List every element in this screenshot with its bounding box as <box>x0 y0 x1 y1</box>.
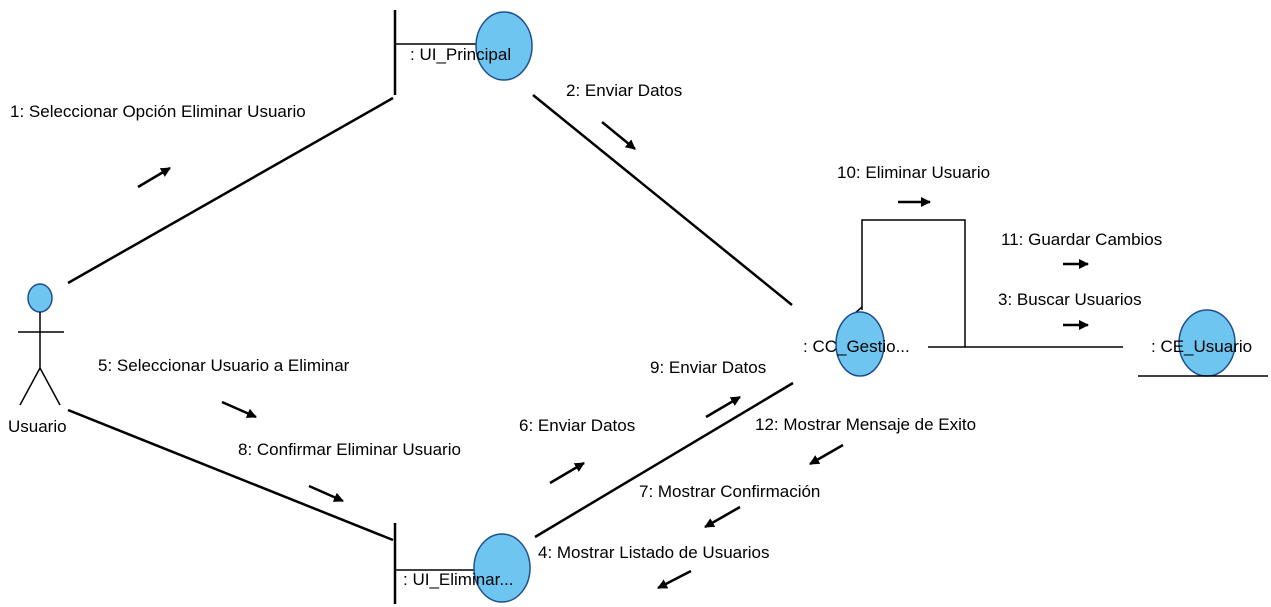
link-usuario-ui-eliminar <box>67 408 394 542</box>
message-label: 8: Confirmar Eliminar Usuario <box>238 440 461 459</box>
message-label: 3: Buscar Usuarios <box>998 290 1142 309</box>
message-9-arrow <box>705 395 741 419</box>
message-4-arrow <box>657 569 692 590</box>
link-usuario-ui-principal <box>67 96 394 285</box>
object-label: : CC_Gestio... <box>803 337 910 356</box>
object-ui-principal[interactable]: : UI_Principal <box>393 10 533 95</box>
message-12-arrow <box>809 443 844 466</box>
message-8-arrow <box>308 484 344 503</box>
message-1-arrow <box>137 166 171 189</box>
object-cc-gestion[interactable]: : CC_Gestio... <box>803 311 910 377</box>
actor-label: Usuario <box>8 417 67 436</box>
message-label: 5: Seleccionar Usuario a Eliminar <box>98 356 350 375</box>
message-label: 2: Enviar Datos <box>566 81 682 100</box>
link-ui-principal-cc-gestion <box>532 94 793 306</box>
object-label: : UI_Principal <box>410 45 511 64</box>
object-label: : UI_Eliminar... <box>403 570 514 589</box>
message-5-arrow <box>221 400 257 419</box>
object-label: : CE_Usuario <box>1151 337 1252 356</box>
self-link-cc-gestion <box>861 219 966 347</box>
message-2-arrow <box>601 121 636 150</box>
object-ce-usuario[interactable]: : CE_Usuario <box>1138 309 1268 377</box>
message-6-arrow <box>549 461 585 485</box>
message-label: 9: Enviar Datos <box>650 358 766 377</box>
control-circle <box>835 311 885 377</box>
message-label: 6: Enviar Datos <box>519 416 635 435</box>
boundary-circle <box>475 11 533 81</box>
message-label: 12: Mostrar Mensaje de Exito <box>755 415 976 434</box>
message-label: 11: Guardar Cambios <box>1001 230 1162 249</box>
message-label: 1: Seleccionar Opción Eliminar Usuario <box>10 102 306 121</box>
message-7-arrow <box>704 505 741 529</box>
message-label: 7: Mostrar Confirmación <box>639 482 820 501</box>
actor-usuario[interactable]: Usuario <box>8 283 67 436</box>
actor-left-leg <box>19 367 41 406</box>
actor-head <box>27 283 53 313</box>
boundary-circle <box>473 533 531 603</box>
link-ui-eliminar-cc-gestion <box>534 381 794 539</box>
actor-right-leg <box>39 367 61 406</box>
message-label: 10: Eliminar Usuario <box>837 163 990 182</box>
message-label: 4: Mostrar Listado de Usuarios <box>538 543 770 562</box>
object-ui-eliminar[interactable]: : UI_Eliminar... <box>393 523 531 604</box>
